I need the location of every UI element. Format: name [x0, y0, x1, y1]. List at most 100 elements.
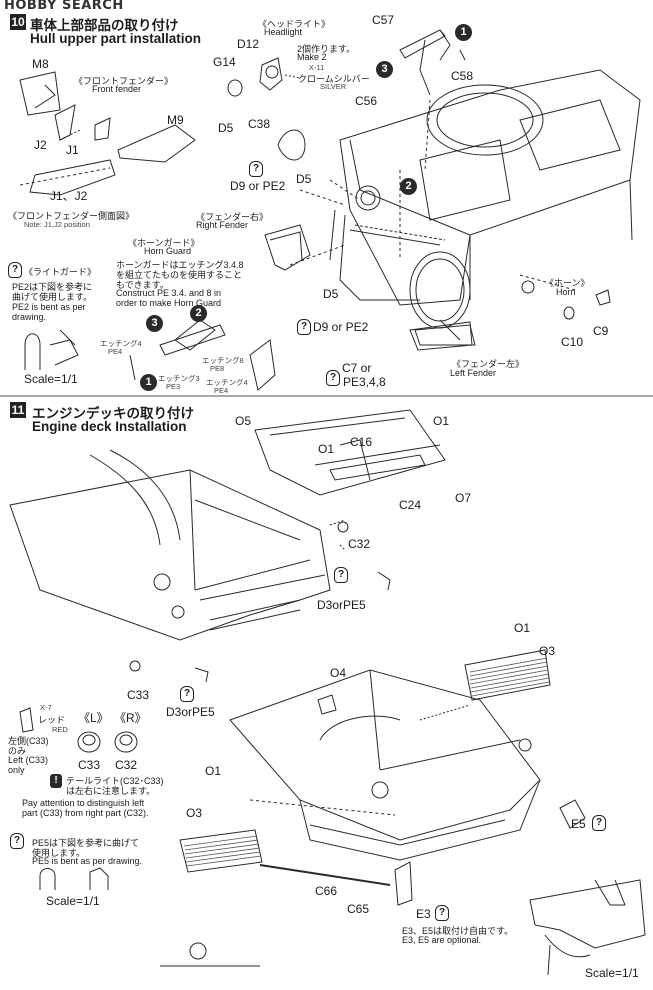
label-G14: G14 — [213, 55, 236, 69]
rear-hull-drawing-1 — [9, 449, 346, 641]
pe5-jp-1: 使用します。 — [32, 848, 86, 858]
c38-ring — [277, 129, 306, 161]
label-J1J2: J1、J2 — [50, 189, 88, 203]
c57-c58-parts — [399, 29, 466, 96]
left-only-en-1: only — [8, 765, 25, 775]
light-guard-jp: 《ライトガード》 — [24, 267, 97, 277]
question-icon-d9: ? — [249, 161, 263, 177]
label-J1: J1 — [66, 143, 79, 157]
make2-jp: 2個作ります。 — [297, 44, 356, 54]
label-O1b: O1 — [318, 442, 335, 456]
optional-jp: E3、E5は取付け自由です。 — [402, 926, 514, 936]
step-11-scale: Scale=1/1 — [46, 894, 100, 908]
label-C24: C24 — [399, 498, 422, 512]
horn-guard-text-en-1: order to make Horn Guard — [116, 298, 222, 308]
paint-jp: クロームシルバー — [298, 74, 370, 84]
label-O1a: O1 — [433, 414, 450, 428]
label-C58: C58 — [451, 69, 474, 83]
grill-plate-2 — [179, 829, 263, 873]
label-O3b: O3 — [186, 806, 203, 820]
side-R: 《R》 — [114, 711, 147, 725]
label-C9: C9 — [593, 324, 609, 338]
etch-pe3-jp: エッチング3 — [158, 374, 200, 383]
label-C33: C33 — [127, 688, 150, 702]
label-PE348: PE3,4,8 — [343, 375, 386, 389]
question-icon-lightguard: ? — [8, 262, 22, 278]
horn-guard-text-en-0: Construct PE 3.4. and 8 in — [116, 288, 222, 298]
pe2-note-en-0: PE2 is bent as per — [12, 302, 86, 312]
horn-jp: 《ホーン》 — [545, 278, 590, 288]
tail-light-parts — [19, 707, 138, 753]
pe5-bend-drawings — [39, 867, 109, 890]
label-J2: J2 — [34, 138, 47, 152]
etch-pe4-jp: エッチング4 — [100, 339, 142, 348]
right-fender-jp: 《フェンダー右》 — [196, 212, 269, 222]
step-10-number: 10 — [10, 14, 26, 30]
grill-plate-1 — [464, 649, 551, 701]
front-fender-side-jp: 《フロントフェンダー側面図》 — [8, 211, 135, 221]
tail-light-en-1: part (C33) from right part (C32). — [22, 808, 149, 818]
etch-pe4b-en: PE4 — [214, 386, 229, 395]
pe2-note-en-1: drawing. — [12, 312, 47, 322]
horn-guard-text-jp-2: もできます。 — [116, 280, 169, 290]
horn-guard-text-jp-1: を組立てたものを使用すること — [116, 270, 243, 280]
rear-hull-drawing-2 — [229, 669, 541, 861]
question-icon-e3: ? — [435, 905, 449, 921]
pe2-note-jp-0: PE2は下図を参考に — [12, 282, 93, 292]
label-E3: E3 — [416, 907, 431, 921]
label-M9: M9 — [167, 113, 184, 127]
step-11-number: 11 — [10, 402, 26, 418]
c33-caption: C33 — [78, 758, 101, 772]
pe2-note-jp-1: 曲げて使用します。 — [12, 292, 93, 302]
horn-guard-parts — [129, 319, 276, 391]
step-11-title-en: Engine deck Installation — [32, 419, 187, 434]
question-icon-d3b: ? — [180, 686, 194, 702]
left-only-en-0: Left (C33) — [8, 755, 49, 765]
label-O4: O4 — [330, 666, 347, 680]
step-circle-3a: 3 — [376, 61, 393, 78]
question-icon-d9b: ? — [297, 319, 311, 335]
etch-pe4-en: PE4 — [108, 347, 123, 356]
label-D5a: D5 — [218, 121, 234, 135]
tail-light-en-0: Pay attention to distinguish left — [22, 798, 145, 808]
label-C65: C65 — [347, 902, 370, 916]
horn-guard-jp: 《ホーンガード》 — [128, 238, 200, 248]
tail-light-jp-1: は左右に注意します。 — [66, 786, 156, 796]
step-circle-1b: 1 — [140, 374, 157, 391]
label-C32: C32 — [348, 537, 371, 551]
e5-corner-detail — [529, 879, 646, 976]
c66-rod — [259, 864, 391, 886]
watermark: HOBBY SEARCH — [4, 0, 124, 13]
label-M8: M8 — [32, 57, 49, 71]
label-O5: O5 — [235, 414, 252, 428]
label-O3a: O3 — [539, 644, 556, 658]
make2-en: Make 2 — [297, 52, 327, 62]
label-C56: C56 — [355, 94, 378, 108]
front-fender-en: Front fender — [92, 84, 142, 94]
etch-pe8-en: PE8 — [210, 364, 225, 373]
label-D3orPE5a: D3orPE5 — [317, 598, 366, 612]
question-icon-pe5: ? — [10, 833, 24, 849]
label-O7: O7 — [455, 491, 472, 505]
label-C10: C10 — [561, 335, 584, 349]
label-O1d: O1 — [205, 764, 222, 778]
label-C57: C57 — [372, 13, 395, 27]
label-C38: C38 — [248, 117, 271, 131]
etch-pe8-jp: エッチング8 — [202, 356, 244, 365]
label-D12: D12 — [237, 37, 260, 51]
front-fender-parts — [19, 71, 196, 196]
label-D3orPE5b: D3orPE5 — [166, 705, 215, 719]
left-only-jp-0: 左側(C33) — [8, 736, 49, 746]
step-10-title-jp: 車体上部部品の取り付け — [30, 18, 179, 33]
red-paint-en: RED — [52, 725, 68, 734]
label-D9PE2b: D9 or PE2 — [313, 320, 369, 334]
label-O1c: O1 — [514, 621, 531, 635]
paint-en: SILVER — [320, 82, 347, 91]
question-icon-d3a: ? — [334, 567, 348, 583]
pe5-jp-0: PE5は下図を参考に曲げて — [32, 838, 140, 848]
step-10-scale: Scale=1/1 — [24, 372, 78, 386]
label-C16: C16 — [350, 435, 373, 449]
fender-left-part — [409, 321, 473, 351]
headlight-parts — [227, 57, 301, 97]
headlight-jp: 《ヘッドライト》 — [258, 19, 331, 29]
